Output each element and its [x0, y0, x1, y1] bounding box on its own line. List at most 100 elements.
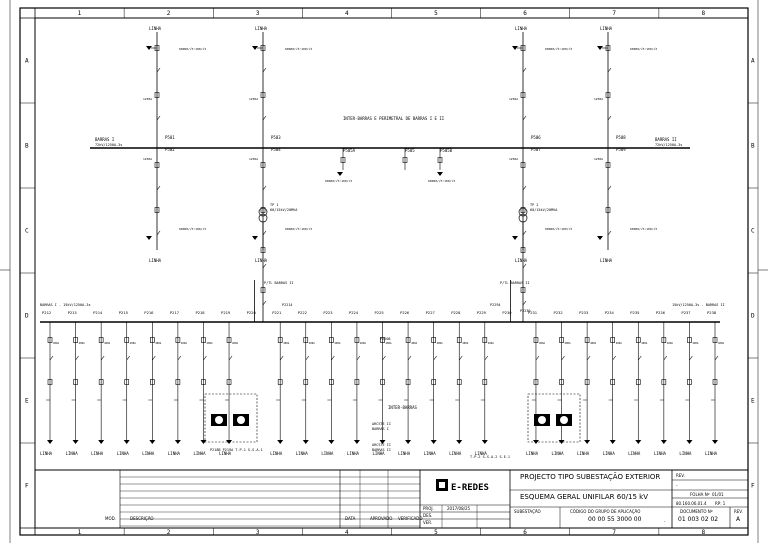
- rating: 400A: [437, 341, 444, 345]
- aux-transformer-coil: [237, 416, 245, 424]
- doc-value: 01 003 02 02: [678, 516, 719, 523]
- rating: 1250A: [594, 97, 603, 101]
- mv-panel-label: P230: [502, 310, 512, 315]
- disconnector-symbol: [458, 355, 463, 361]
- coupler-panel-label: P505: [405, 148, 415, 153]
- breaker-symbol: [340, 157, 346, 163]
- pt-rating: 60000/√3:100/√3: [179, 47, 206, 51]
- breaker-symbol: [533, 379, 539, 385]
- mod-header: MOD.: [105, 516, 116, 521]
- disconnector-symbol: [305, 355, 310, 361]
- mv-feeder: P220: [247, 280, 256, 322]
- breaker-symbol: [482, 379, 488, 385]
- breaker-symbol: [303, 337, 309, 343]
- bottom-left-tags: P218B P219A T.P.1 S.S.A.1: [210, 448, 263, 452]
- disconnector-symbol: [156, 67, 161, 73]
- terminal-arrow: [405, 440, 412, 444]
- linha-label: LINHA: [424, 451, 437, 456]
- coupler-panel-label: P505B: [440, 148, 453, 153]
- mv-panel-label: P216: [144, 310, 154, 315]
- transformer-label: TP 2: [530, 203, 538, 207]
- disconnector-symbol: [156, 115, 161, 121]
- disconnector-symbol: [156, 185, 161, 191]
- breaker-symbol: [559, 337, 564, 343]
- aux-box-left: [204, 393, 258, 443]
- pt-rating: 60000/√3:100/√3: [428, 179, 455, 183]
- sec-code: 80.160.06.01.4: [676, 501, 707, 506]
- rating: 1250A: [509, 97, 518, 101]
- breaker-symbol: [150, 379, 155, 385]
- mv-panel-label: P227: [426, 310, 435, 315]
- pt-rating: 60000/√3:100/√3: [325, 179, 352, 183]
- title-block-revision-grid: [120, 470, 420, 528]
- rating: 400A: [718, 341, 725, 345]
- linha-label: LINHA: [628, 451, 641, 456]
- terminal-arrow: [456, 440, 463, 444]
- rating: 400A: [232, 341, 239, 345]
- rating: 1250A: [249, 157, 258, 161]
- breaker-symbol: [154, 92, 160, 98]
- des-label: DES.: [423, 513, 433, 518]
- terminal-arrow: [337, 172, 343, 176]
- breaker-symbol: [456, 337, 462, 343]
- breaker-symbol: [73, 379, 78, 385]
- terminal-arrow: [609, 440, 616, 444]
- breaker-symbol: [201, 337, 206, 343]
- coupler-panel-label: P505A: [343, 148, 356, 153]
- special-panel-label: P2208: [380, 337, 391, 341]
- breaker-symbol: [124, 379, 130, 385]
- breaker-symbol: [154, 207, 160, 213]
- linha-label: LINHA: [373, 451, 386, 456]
- mv-right-label: 15kV/1250A-3s - BARRAS II: [672, 303, 725, 307]
- column-label: 4: [345, 10, 349, 17]
- disconnector-symbol: [382, 355, 386, 361]
- breaker-symbol: [277, 337, 283, 343]
- row-label: A: [751, 58, 755, 65]
- terminal-arrow: [149, 440, 156, 444]
- breaker-symbol: [687, 379, 692, 385]
- disconnector-symbol: [177, 355, 182, 361]
- breaker-symbol: [405, 337, 411, 343]
- column-label: 7: [612, 529, 616, 536]
- breaker-symbol: [661, 337, 667, 343]
- rating: 400A: [79, 341, 86, 345]
- mv-panel-label: P228: [451, 310, 461, 315]
- pt-rating: 60000/√3:100/√3: [630, 227, 657, 231]
- aux-transformer-pair: [534, 414, 572, 426]
- disconnector-symbol: [612, 355, 616, 361]
- doc-label: DOCUMENTO Nº: [680, 509, 713, 514]
- breaker-symbol: [610, 379, 615, 385]
- code-label: CÓDIGO DO GRUPO DE APLICAÇÃO: [570, 509, 641, 514]
- disconnector-symbol: [484, 355, 489, 361]
- disconnector-symbol: [522, 115, 527, 121]
- terminal-arrow: [379, 440, 386, 444]
- terminal-arrow: [146, 236, 152, 240]
- breaker-symbol: [260, 162, 266, 168]
- row-label: D: [25, 313, 29, 320]
- approved-header: APROVADO: [370, 516, 393, 521]
- terminal-arrow: [252, 236, 258, 240]
- row-label: F: [751, 483, 755, 490]
- pt-rating: 60000/√3:100/√3: [179, 227, 206, 231]
- disconnector-symbol: [262, 263, 267, 269]
- column-label: 6: [523, 529, 527, 536]
- breaker-symbol: [73, 337, 78, 343]
- disconnector-symbol: [607, 115, 612, 121]
- row-label: E: [25, 398, 29, 405]
- mv-feeders: P212400ALINHAP213400ALINHAP214400ALINHAP…: [40, 280, 725, 456]
- breaker-symbol: [559, 379, 564, 385]
- sheet-label: FOLHA Nº: [690, 492, 710, 497]
- breaker-symbol: [150, 337, 155, 343]
- breaker-symbol: [605, 92, 611, 98]
- breaker-symbol: [533, 337, 539, 343]
- breaker-symbol: [260, 92, 266, 98]
- bus-i-label: BARRAS I: [95, 137, 115, 142]
- column-label: 1: [78, 10, 82, 17]
